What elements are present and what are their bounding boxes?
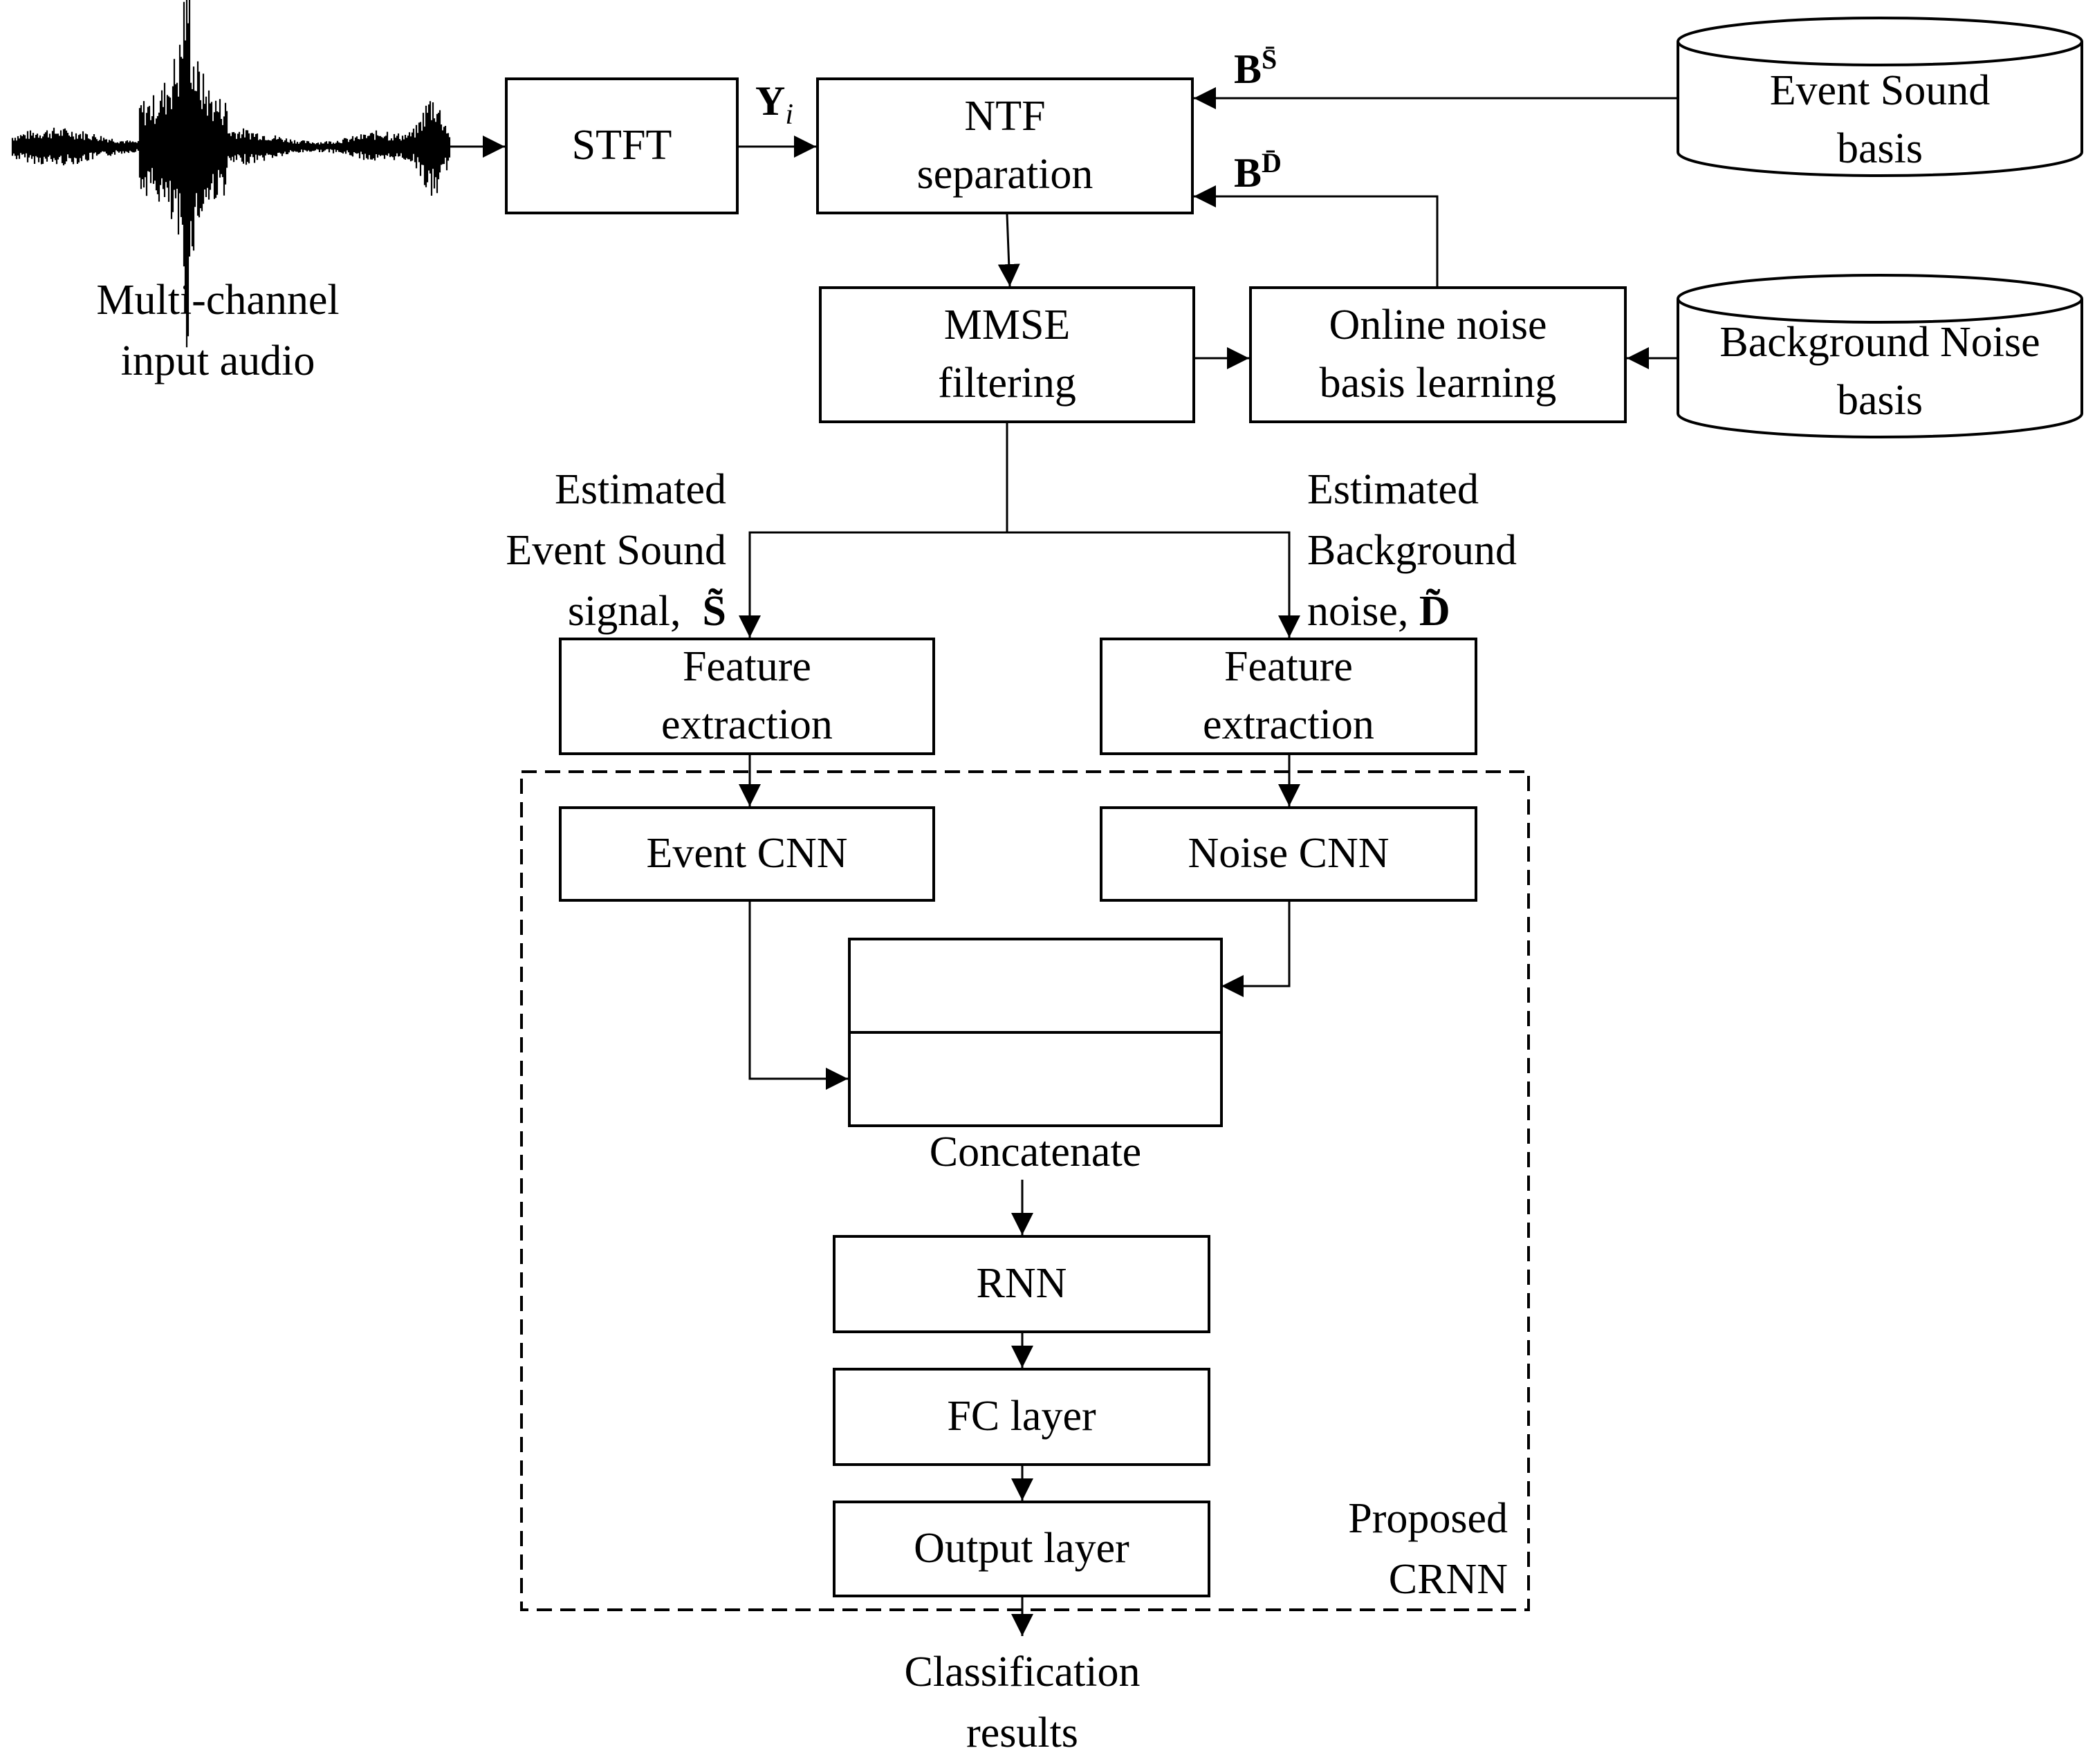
stft-block: STFT [505,77,739,214]
y-sub: i [785,99,794,131]
event-basis-line2: basis [1837,124,1923,172]
feature-right-line1: Feature [1224,643,1353,691]
event-sound-basis-label: Event Sound basis [1678,62,2082,178]
estimated-event-label: Estimated Event Sound signal, S̃ [429,459,726,642]
mmse-line2: filtering [938,360,1076,407]
ntf-separation-block: NTF separation [816,77,1194,214]
stft-label: STFT [571,122,672,169]
online-line1: Online noise [1329,301,1547,349]
noise-cnn-block: Noise CNN [1100,806,1477,902]
rnn-block: RNN [833,1235,1210,1333]
s-tilde-symbol: S̃ [702,588,726,635]
b-s-symbol: BS̄ [1234,43,1277,93]
mmse-filtering-block: MMSE filtering [819,286,1195,423]
output-layer-block: Output layer [833,1501,1210,1597]
est-event-line1: Estimated [555,466,726,513]
output-label: Output layer [914,1525,1129,1572]
input-audio-label: Multi-channel input audio [0,270,436,391]
arrow-online-to-ntf [1194,185,1439,286]
classification-results-label: Classification results [815,1642,1230,1763]
arrow-ntf-to-mmse [997,214,1020,287]
bg-basis-line1: Background Noise [1719,319,2040,366]
est-event-line2: Event Sound [506,527,726,575]
estimated-noise-label: Estimated Background noise, D̃ [1307,459,1653,642]
est-noise-line3: noise, [1307,588,1409,635]
concatenate-divider [851,1031,1220,1034]
classification-line2: results [966,1709,1078,1757]
mmse-line1: MMSE [943,301,1071,349]
d-tilde-symbol: D̃ [1419,588,1450,635]
input-audio-line2: input audio [120,337,315,385]
ntf-line2: separation [916,151,1093,198]
rnn-label: RNN [976,1260,1067,1308]
background-noise-basis-label: Background Noise basis [1678,314,2082,429]
online-noise-learning-block: Online noise basis learning [1249,286,1627,423]
est-event-line3: signal, [567,588,681,635]
y-i-symbol: Yi [755,77,793,131]
b-s-base: B [1234,46,1262,92]
feature-left-line2: extraction [661,701,833,748]
noise-cnn-label: Noise CNN [1188,830,1390,878]
arrow-mmse-to-feature-right [1007,531,1300,638]
fc-label: FC layer [947,1393,1096,1440]
arrow-mmse-to-feature-left [739,423,1008,638]
concatenate-text: Concatenate [929,1129,1142,1176]
est-noise-line2: Background [1307,527,1517,575]
b-d-base: B [1234,150,1262,196]
ntf-line1: NTF [964,93,1046,140]
arrow-noise-cnn-to-concat [1221,902,1291,997]
fc-layer-block: FC layer [833,1368,1210,1466]
y-base: Y [755,78,786,124]
proposed-crnn-label: Proposed CRNN [1273,1488,1508,1610]
b-s-sup: S̄ [1262,44,1277,75]
event-cnn-block: Event CNN [559,806,935,902]
input-audio-line1: Multi-channel [96,277,340,324]
event-cnn-label: Event CNN [646,830,848,878]
feature-extraction-left-block: Feature extraction [559,638,935,755]
proposed-line1: Proposed [1348,1495,1508,1542]
classification-line1: Classification [904,1649,1141,1696]
feature-left-line1: Feature [683,643,811,691]
feature-extraction-right-block: Feature extraction [1100,638,1477,755]
est-event-line3-row: signal, S̃ [429,581,726,642]
arrow-event-cnn-to-concat [748,902,848,1090]
b-d-sup: D̄ [1262,147,1282,178]
concatenate-label: Concatenate [848,1122,1223,1182]
concatenate-block [848,938,1223,1127]
est-noise-line3-row: noise, D̃ [1307,581,1653,642]
bg-basis-line2: basis [1837,376,1923,424]
proposed-line2: CRNN [1388,1556,1508,1604]
est-noise-line1: Estimated [1307,466,1479,513]
online-line2: basis learning [1319,360,1557,407]
feature-right-line2: extraction [1203,701,1374,748]
b-d-symbol: BD̄ [1234,147,1282,197]
event-basis-line1: Event Sound [1769,67,1991,114]
